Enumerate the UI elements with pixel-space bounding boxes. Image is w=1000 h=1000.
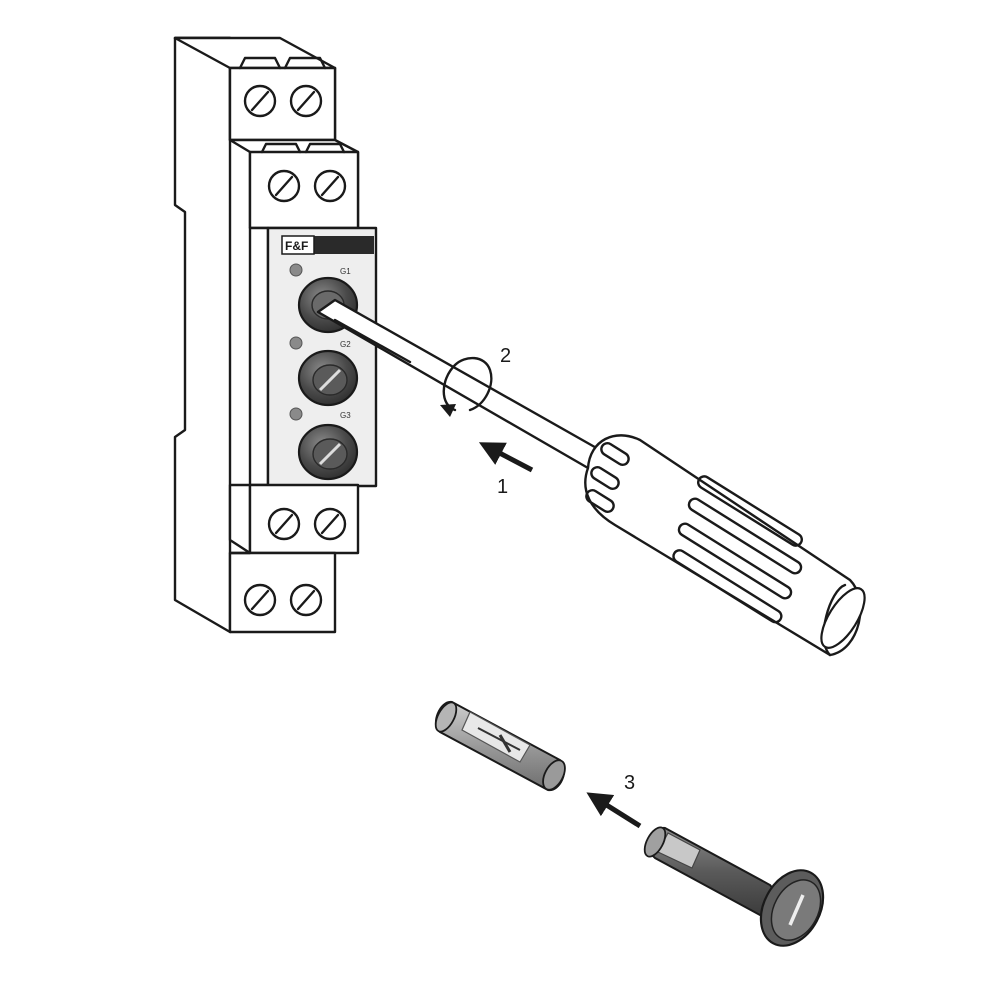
terminal-screw[interactable] [243, 84, 277, 118]
fuse-label-3: G3 [340, 411, 351, 420]
step-2-number: 2 [500, 345, 511, 367]
screwdriver-icon [316, 298, 866, 657]
terminal-screws [243, 84, 347, 617]
status-led-1 [289, 263, 303, 277]
terminal-screw[interactable] [313, 507, 347, 541]
terminal-screw[interactable] [243, 583, 277, 617]
insert-arrow-icon [586, 792, 642, 829]
svg-text:F&F: F&F [285, 239, 308, 253]
terminal-screw[interactable] [267, 169, 301, 203]
terminal-screw[interactable] [289, 84, 323, 118]
terminal-screw[interactable] [289, 583, 323, 617]
housing-side-wall [173, 36, 232, 634]
fuse-holder-icon [643, 826, 825, 947]
status-led-3 [289, 407, 303, 421]
step-2-group: 2 [440, 345, 511, 417]
push-arrow-icon [478, 442, 534, 473]
fuse-label-1: G1 [340, 267, 351, 276]
rotate-arrow-icon [442, 356, 493, 412]
fuse-label-2: G2 [340, 340, 351, 349]
fuse-block-device: F&F G1 G2 G3 [173, 36, 378, 634]
step-3-number: 3 [624, 772, 635, 794]
step-3-group: 3 [586, 772, 642, 829]
terminal-screw[interactable] [313, 169, 347, 203]
status-led-2 [289, 336, 303, 350]
fuse-slot-3: G3 [289, 407, 359, 481]
fuse-slot-2: G2 [289, 336, 359, 407]
fuse-cartridge-icon [434, 700, 566, 792]
step-1-number: 1 [497, 476, 508, 498]
step-1-group: 1 [478, 442, 534, 498]
terminal-screw[interactable] [267, 507, 301, 541]
brand-logo: F&F [281, 235, 374, 255]
